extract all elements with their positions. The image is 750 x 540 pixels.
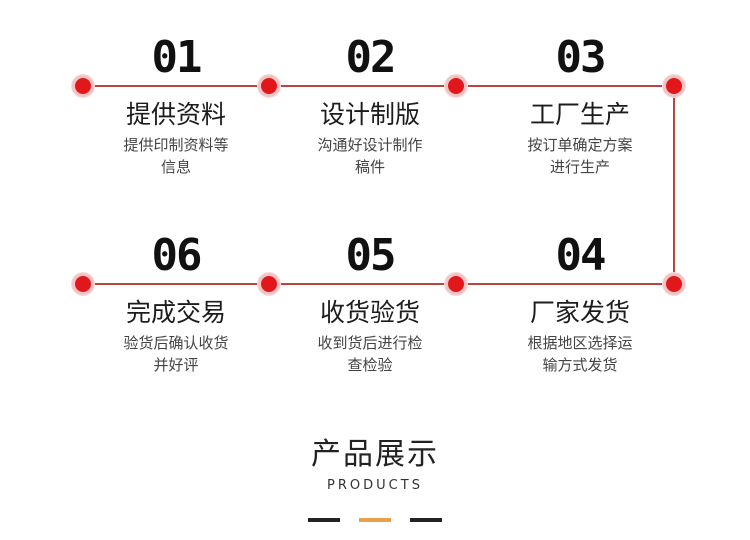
track-bottom	[84, 283, 674, 285]
step-desc-line: 按订单确定方案	[527, 136, 633, 154]
step-desc-line: 输方式发货	[542, 356, 618, 374]
step-title: 提供资料	[125, 100, 226, 129]
node-step-1	[72, 75, 94, 97]
step-desc-line: 查检验	[347, 356, 393, 374]
step-number: 03	[555, 32, 607, 83]
step-number: 04	[555, 230, 607, 281]
node-step-6	[72, 273, 94, 295]
node-corner-top	[663, 75, 685, 97]
node-step-3	[445, 75, 467, 97]
step-desc-line: 验货后确认收货	[123, 334, 229, 352]
step-title: 完成交易	[125, 298, 226, 327]
section-subtitle: PRODUCTS	[327, 478, 423, 493]
step-title: 设计制版	[319, 100, 420, 129]
step-desc-line: 提供印制资料等	[123, 136, 229, 154]
step-desc-line: 稿件	[354, 158, 385, 176]
step-title: 工厂生产	[529, 100, 630, 129]
node-step-4	[445, 273, 467, 295]
divider-bar-left	[308, 518, 340, 522]
divider-bar-center	[359, 518, 391, 522]
step-desc-line: 进行生产	[549, 158, 610, 176]
step-title: 收货验货	[319, 298, 420, 327]
node-step-5	[258, 273, 280, 295]
node-step-2	[258, 75, 280, 97]
step-desc-line: 信息	[160, 158, 191, 176]
step-desc-line: 收到货后进行检	[317, 334, 423, 352]
step-number: 01	[151, 32, 203, 83]
node-corner-bottom	[663, 273, 685, 295]
track-right	[673, 86, 675, 283]
track-top	[84, 85, 674, 87]
step-number: 06	[151, 230, 203, 281]
section-title: 产品展示	[311, 437, 439, 472]
divider-bar-right	[410, 518, 442, 522]
step-title: 厂家发货	[529, 298, 630, 327]
step-desc-line: 并好评	[153, 356, 199, 374]
step-number: 05	[345, 230, 397, 281]
step-desc-line: 沟通好设计制作	[317, 136, 423, 154]
step-desc-line: 根据地区选择运	[527, 334, 633, 352]
step-number: 02	[345, 32, 397, 83]
